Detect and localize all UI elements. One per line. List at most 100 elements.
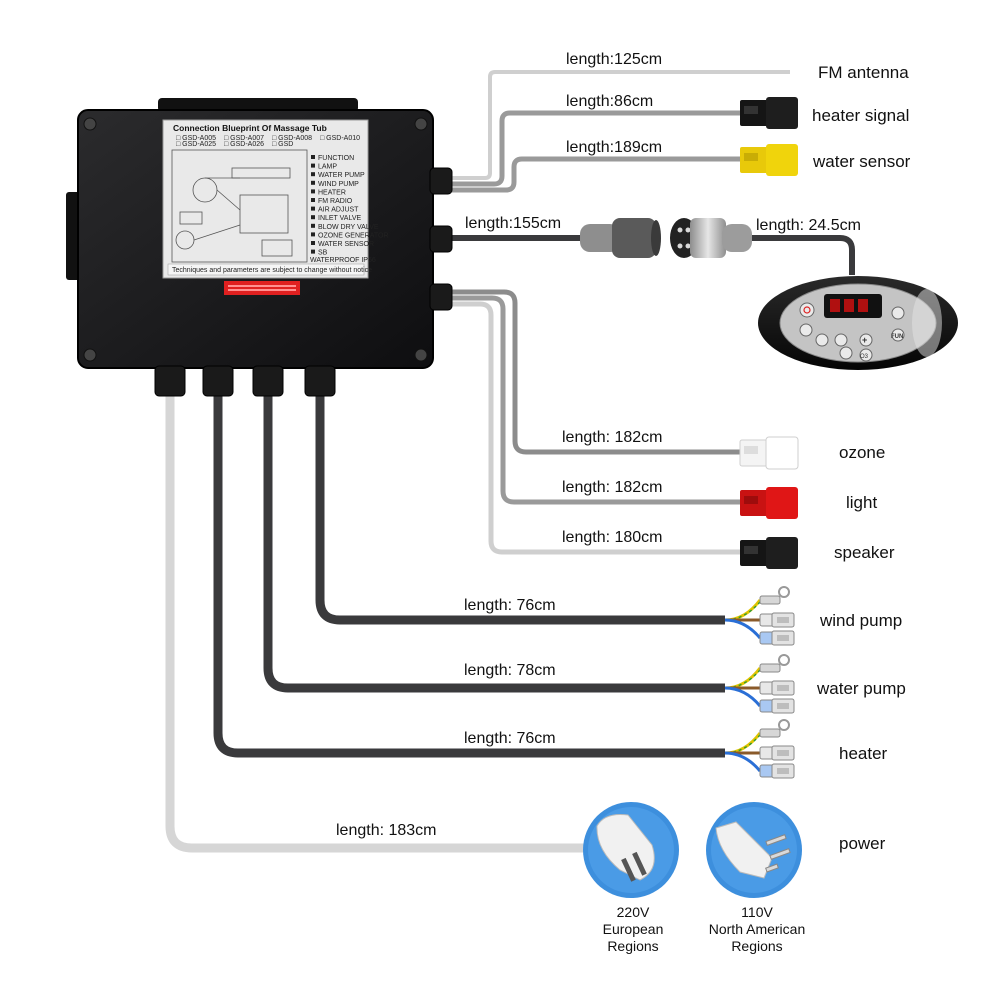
light-cable xyxy=(452,295,740,505)
speaker-length: length: 180cm xyxy=(562,529,663,546)
spade-slot xyxy=(777,750,789,756)
plate-checkbox xyxy=(311,215,315,220)
light-name: light xyxy=(846,493,877,512)
us-plug-voltage: 110V xyxy=(741,904,773,920)
spade-slot xyxy=(777,768,789,774)
panel-button-a[interactable] xyxy=(799,323,813,337)
plate-schematic xyxy=(171,149,308,263)
heater-signal-cable xyxy=(452,110,740,187)
plate-checkbox xyxy=(311,155,315,159)
heater-signal-name: heater signal xyxy=(812,106,909,125)
fm-antenna-cable xyxy=(452,70,790,180)
panel-fun-label: FUN xyxy=(891,334,903,340)
right-cable-glands xyxy=(429,167,453,311)
plate-checkbox xyxy=(311,163,315,168)
panel-lead-length: length: 24.5cm xyxy=(756,217,861,234)
terminal-wire xyxy=(724,732,762,755)
wind-pump-length: length: 76cm xyxy=(464,597,556,614)
panel-display-digits xyxy=(830,299,868,312)
panel-button-fun[interactable] xyxy=(891,328,905,342)
device-names: FM antenna heater signal water sensor oz… xyxy=(812,63,911,853)
plate-model-item: □ GSD-A010 xyxy=(320,135,360,142)
panel-button-e[interactable] xyxy=(891,306,905,320)
terminal-crimp xyxy=(759,663,781,673)
bottom-cable-glands xyxy=(154,365,336,397)
plate-checkbox xyxy=(311,198,315,202)
plate-model-item: □ GSD-A005 xyxy=(176,135,216,142)
terminal-wire xyxy=(724,618,762,639)
cables-layer xyxy=(165,70,855,853)
heater-length: length: 76cm xyxy=(464,730,556,747)
speaker-name: speaker xyxy=(834,543,895,562)
terminal-wire xyxy=(724,667,762,690)
plate-checkbox xyxy=(311,249,315,254)
heater-signal-connector xyxy=(740,97,798,129)
panel-female-plug xyxy=(580,218,661,258)
heater-name: heater xyxy=(839,744,888,763)
terminal-crimp xyxy=(759,728,781,738)
water-sensor-name: water sensor xyxy=(812,152,911,171)
ozone-name: ozone xyxy=(839,443,885,462)
ring-terminal xyxy=(778,654,790,666)
heater-terminals xyxy=(724,719,795,779)
eu-plug-voltage: 220V xyxy=(617,904,650,920)
plate-function-item: WATER SENSOR xyxy=(318,241,374,248)
ozone-length: length: 182cm xyxy=(562,429,663,446)
plate-function-item: BLOW DRY VALVE xyxy=(318,224,379,231)
ozone-connector xyxy=(739,436,799,470)
fm-antenna-name: FM antenna xyxy=(818,63,909,82)
eu-plug-region-1: European xyxy=(603,921,664,937)
blueprint-label-plate: Connection Blueprint Of Massage Tub □ GS… xyxy=(162,119,389,295)
plate-models: □ GSD-A005 □ GSD-A007 □ GSD-A008 □ GSD-A010… xyxy=(176,135,360,148)
plate-model-item: □ GSD-A007 xyxy=(224,135,264,142)
heater-cable xyxy=(213,395,725,758)
panel-lead-cable xyxy=(748,235,855,275)
us-plug-region-2: Regions xyxy=(731,938,782,954)
water-pump-terminals xyxy=(724,654,795,714)
panel-button-b[interactable] xyxy=(815,333,829,347)
plate-title: Connection Blueprint Of Massage Tub xyxy=(173,123,327,133)
ring-terminal xyxy=(778,586,790,598)
panel-button-o3[interactable] xyxy=(859,348,873,362)
plate-function-item: OZONE GENERATOR xyxy=(318,232,389,239)
us-plug-region-1: North American xyxy=(709,921,805,937)
power-cable xyxy=(165,395,590,853)
plate-checkbox xyxy=(311,180,315,185)
plate-function-item: WIND PUMP xyxy=(318,181,359,188)
us-plug-110v xyxy=(706,802,802,898)
connectors: + O3 FUN xyxy=(580,97,958,898)
water-sensor-length: length:189cm xyxy=(566,139,662,156)
heater-signal-length: length:86cm xyxy=(566,93,653,110)
panel-button-c[interactable] xyxy=(834,333,848,347)
power-button[interactable] xyxy=(799,302,815,318)
power-length: length: 183cm xyxy=(336,822,437,839)
water-sensor-connector xyxy=(740,144,798,176)
water-pump-length: length: 78cm xyxy=(464,662,556,679)
plate-function-item: INLET VALVE xyxy=(318,215,362,222)
panel-male-plug xyxy=(670,218,752,258)
water-sensor-cable xyxy=(452,156,740,193)
plate-function-item: SB xyxy=(318,250,328,257)
wind-pump-name: wind pump xyxy=(819,611,902,630)
plate-checkbox xyxy=(311,232,315,237)
wind-pump-cable xyxy=(315,395,725,625)
length-labels: length:125cm length:86cm length:189cm le… xyxy=(336,51,861,839)
panel-button-plus[interactable] xyxy=(859,333,873,347)
spade-slot xyxy=(777,635,789,641)
fm-antenna-length: length:125cm xyxy=(566,51,662,68)
plate-function-item: FUNCTION xyxy=(318,155,354,162)
plate-note: Techniques and parameters are subject to… xyxy=(172,267,372,274)
control-box: Connection Blueprint Of Massage Tub □ GS… xyxy=(66,98,453,397)
speaker-connector xyxy=(740,537,798,569)
plate-function-item: AIR ADJUST xyxy=(318,207,359,214)
spade-slot xyxy=(777,703,789,709)
terminal-wire xyxy=(724,751,762,772)
plate-checkbox xyxy=(311,172,315,177)
control-panel-keypad: + O3 FUN xyxy=(758,276,958,370)
plate-model-item: □ GSD-A008 xyxy=(272,135,312,142)
ozone-cable xyxy=(452,289,740,455)
power-name: power xyxy=(839,834,886,853)
panel-button-d[interactable] xyxy=(839,346,853,360)
terminal-wire xyxy=(724,686,762,707)
